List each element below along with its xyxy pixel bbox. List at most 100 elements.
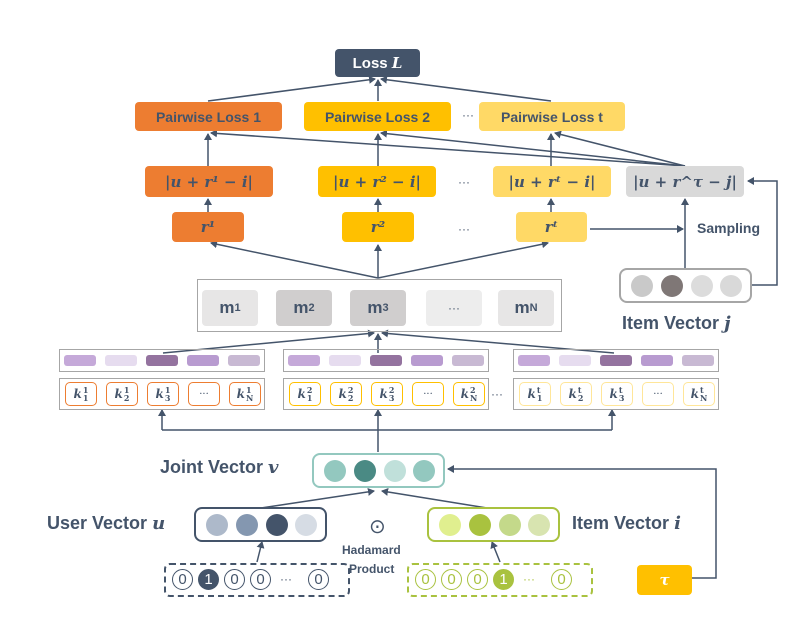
attention-weight bbox=[452, 355, 484, 366]
arrow-mem-to-r1 bbox=[210, 240, 379, 279]
memory-slot-ellipsis: ··· bbox=[426, 290, 482, 326]
arrow-dj-to-pl2 bbox=[380, 129, 686, 167]
attention-weight bbox=[518, 355, 550, 366]
arrow-mem-to-rt bbox=[377, 240, 549, 279]
joint-element-2 bbox=[354, 460, 376, 482]
arrow-dj-to-pl1 bbox=[210, 129, 686, 167]
onehot-element: ··· bbox=[523, 572, 535, 586]
relation-node-2: r² bbox=[342, 212, 414, 242]
joint-element-4 bbox=[413, 460, 435, 482]
joint-vector-label: Joint Vector bbox=[160, 457, 264, 477]
memory-slot-2-sub: 2 bbox=[308, 302, 315, 314]
key-cell: ··· bbox=[188, 382, 220, 406]
attention-weight bbox=[600, 355, 632, 366]
item-i-element-2 bbox=[469, 514, 491, 536]
user-vector-label: User Vector bbox=[47, 513, 148, 533]
hadamard-label-line2: Product bbox=[349, 562, 395, 576]
item-vector-i-symbol: i bbox=[674, 513, 681, 534]
distance-node-t-label: |u + rᵗ − i| bbox=[508, 172, 596, 191]
onehot-element: 1 bbox=[493, 569, 514, 590]
key-cell: ··· bbox=[642, 382, 674, 406]
hadamard-symbol: ⊙ bbox=[369, 516, 386, 538]
distance-node-1-label: |u + r¹ − i| bbox=[164, 172, 253, 191]
memory-slot-ellipsis-label: ··· bbox=[448, 301, 460, 315]
onehot-element: ··· bbox=[280, 572, 292, 586]
attention-weight bbox=[146, 355, 178, 366]
onehot-element: 0 bbox=[467, 569, 488, 590]
key-group-ellipsis: ··· bbox=[491, 387, 503, 401]
user-vector-symbol: u bbox=[152, 513, 166, 534]
pairwise-ellipsis: ··· bbox=[462, 108, 474, 122]
relation-node-1-label: r¹ bbox=[200, 218, 216, 236]
key-strip-3 bbox=[513, 378, 719, 410]
total-loss-label: Loss bbox=[352, 54, 388, 72]
item-i-element-3 bbox=[499, 514, 521, 536]
pairwise-loss-2: Pairwise Loss 2 bbox=[304, 102, 451, 131]
item-vector-i-label: Item Vector bbox=[572, 513, 670, 533]
onehot-element: 0 bbox=[250, 569, 271, 590]
pairwise-loss-1-label: Pairwise Loss 1 bbox=[155, 108, 262, 125]
joint-element-1 bbox=[324, 460, 346, 482]
item-vector-j-symbol: j bbox=[724, 313, 731, 334]
memory-slot-n-sub: N bbox=[529, 302, 538, 314]
onehot-element: 0 bbox=[308, 569, 329, 590]
onehot-element: 0 bbox=[415, 569, 436, 590]
pairwise-loss-2-label: Pairwise Loss 2 bbox=[324, 108, 431, 125]
item-vector-i-caption: Item Vector i bbox=[572, 513, 681, 534]
attention-weight bbox=[682, 355, 714, 366]
pairwise-loss-1: Pairwise Loss 1 bbox=[135, 102, 282, 131]
attention-weight bbox=[559, 355, 591, 366]
user-element-3 bbox=[266, 514, 288, 536]
attention-weight bbox=[105, 355, 137, 366]
memory-slot-3-sub: 3 bbox=[382, 302, 389, 314]
distance-node-t: |u + rᵗ − i| bbox=[493, 166, 611, 197]
memory-slot-n-label: m bbox=[514, 298, 530, 317]
distance-ellipsis: ··· bbox=[458, 175, 470, 189]
item-i-element-1 bbox=[439, 514, 461, 536]
arrow-item-to-joint bbox=[381, 488, 488, 509]
attention-weight bbox=[228, 355, 260, 366]
relation-node-t-label: rᵗ bbox=[544, 218, 559, 236]
sampling-label: Sampling bbox=[697, 220, 761, 236]
attention-weight bbox=[329, 355, 361, 366]
relation-node-1: r¹ bbox=[172, 212, 244, 242]
memory-slot-1-label: m bbox=[219, 298, 235, 317]
distance-node-negative: |u + r^τ − j| bbox=[626, 166, 744, 197]
key-strip-2 bbox=[283, 378, 489, 410]
item-vector-j-label: Item Vector bbox=[622, 313, 720, 333]
tau-node: τ bbox=[637, 565, 692, 595]
distance-node-1: |u + r¹ − i| bbox=[145, 166, 273, 197]
distance-node-negative-label: |u + r^τ − j| bbox=[633, 172, 737, 191]
arrow-tau-to-joint bbox=[447, 465, 717, 579]
arrow-itemj-loop bbox=[747, 177, 778, 286]
arrow-user-to-joint bbox=[260, 487, 375, 509]
attention-weight bbox=[641, 355, 673, 366]
item-vector-i bbox=[427, 507, 560, 542]
item-vector-j bbox=[619, 268, 752, 303]
relation-node-2-label: r² bbox=[370, 218, 386, 236]
attention-weight bbox=[370, 355, 402, 366]
hadamard-label-line1: Hadamard bbox=[342, 543, 401, 557]
item-j-element-3 bbox=[691, 275, 713, 297]
attention-weight bbox=[288, 355, 320, 366]
pairwise-loss-t: Pairwise Loss t bbox=[479, 102, 625, 131]
item-vector-j-caption: Item Vector j bbox=[622, 313, 731, 334]
attention-weight bbox=[64, 355, 96, 366]
attention-weight bbox=[411, 355, 443, 366]
arrow-dj-to-plt bbox=[554, 130, 686, 167]
